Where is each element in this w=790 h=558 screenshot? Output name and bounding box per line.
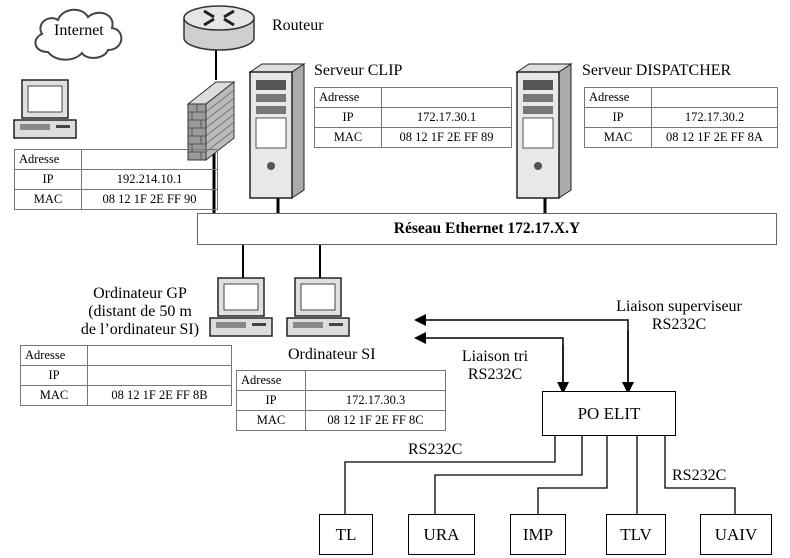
gp-ip-value <box>87 365 232 386</box>
po-elit-box: PO ELIT <box>542 391 676 436</box>
gp-mac-key: MAC <box>20 385 88 406</box>
internet-cloud-icon <box>34 8 123 61</box>
clip-server-icon <box>248 63 306 199</box>
dispatcher-table-header: Adresse <box>584 87 652 108</box>
device-uaiv: UAIV <box>700 514 772 555</box>
tri-link-line1: Liaison tri <box>461 348 529 365</box>
web-ip-value: 192.214.10.1 <box>81 169 218 190</box>
gp-title-line3: de l’ordinateur SI) <box>80 321 200 338</box>
ethernet-network-bar: Réseau Ethernet 172.17.X.Y <box>197 213 777 245</box>
web-ip-key: IP <box>14 169 82 190</box>
device-tlv: TLV <box>606 514 666 555</box>
si-ip-value: 172.17.30.3 <box>305 390 446 411</box>
tri-link-label: Liaison tri RS232C <box>445 348 545 384</box>
rs232c-right-label: RS232C <box>672 467 727 484</box>
si-mac-key: MAC <box>236 410 306 431</box>
dispatcher-mac-key: MAC <box>584 127 652 148</box>
gp-pc-icon <box>209 277 273 337</box>
dispatcher-ip-value: 172.17.30.2 <box>651 107 778 128</box>
dispatcher-server-icon <box>515 63 573 199</box>
gp-title-line1: Ordinateur GP <box>93 285 187 302</box>
dispatcher-title: Serveur DISPATCHER <box>582 62 732 79</box>
gp-mac-value: 08 12 1F 2E FF 8B <box>87 385 232 406</box>
device-tl: TL <box>319 514 373 555</box>
gp-table-header: Adresse <box>20 345 88 366</box>
gp-title: Ordinateur GP (distant de 50 m de l’ordi… <box>60 285 220 339</box>
si-pc-icon <box>286 277 350 337</box>
device-ura: URA <box>408 514 475 555</box>
tri-link-line2: RS232C <box>467 366 523 383</box>
dispatcher-mac-value: 08 12 1F 2E FF 8A <box>651 127 778 148</box>
web-pc-icon <box>13 79 77 139</box>
rs232c-left-label: RS232C <box>408 441 463 458</box>
si-title: Ordinateur SI <box>288 346 376 363</box>
gp-title-line2: (distant de 50 m <box>88 303 192 320</box>
firewall-icon <box>186 80 236 162</box>
dispatcher-ip-key: IP <box>584 107 652 128</box>
clip-ip-value: 172.17.30.1 <box>381 107 512 128</box>
router-label: Routeur <box>272 17 324 34</box>
web-table-header: Adresse <box>14 149 82 170</box>
web-mac-value: 08 12 1F 2E FF 90 <box>81 189 218 210</box>
supervisor-link-label: Liaison superviseur RS232C <box>590 298 768 334</box>
si-ip-key: IP <box>236 390 306 411</box>
supervisor-link-line2: RS232C <box>651 316 707 333</box>
clip-table-header: Adresse <box>314 87 382 108</box>
router-icon <box>183 5 255 51</box>
internet-label: Internet <box>54 22 104 39</box>
clip-mac-value: 08 12 1F 2E FF 89 <box>381 127 512 148</box>
supervisor-link-line1: Liaison superviseur <box>616 298 742 315</box>
clip-title: Serveur CLIP <box>314 62 403 79</box>
clip-mac-key: MAC <box>314 127 382 148</box>
clip-ip-key: IP <box>314 107 382 128</box>
device-imp: IMP <box>510 514 566 555</box>
gp-ip-key: IP <box>20 365 88 386</box>
si-mac-value: 08 12 1F 2E FF 8C <box>305 410 446 431</box>
web-mac-key: MAC <box>14 189 82 210</box>
si-table-header: Adresse <box>236 370 306 391</box>
